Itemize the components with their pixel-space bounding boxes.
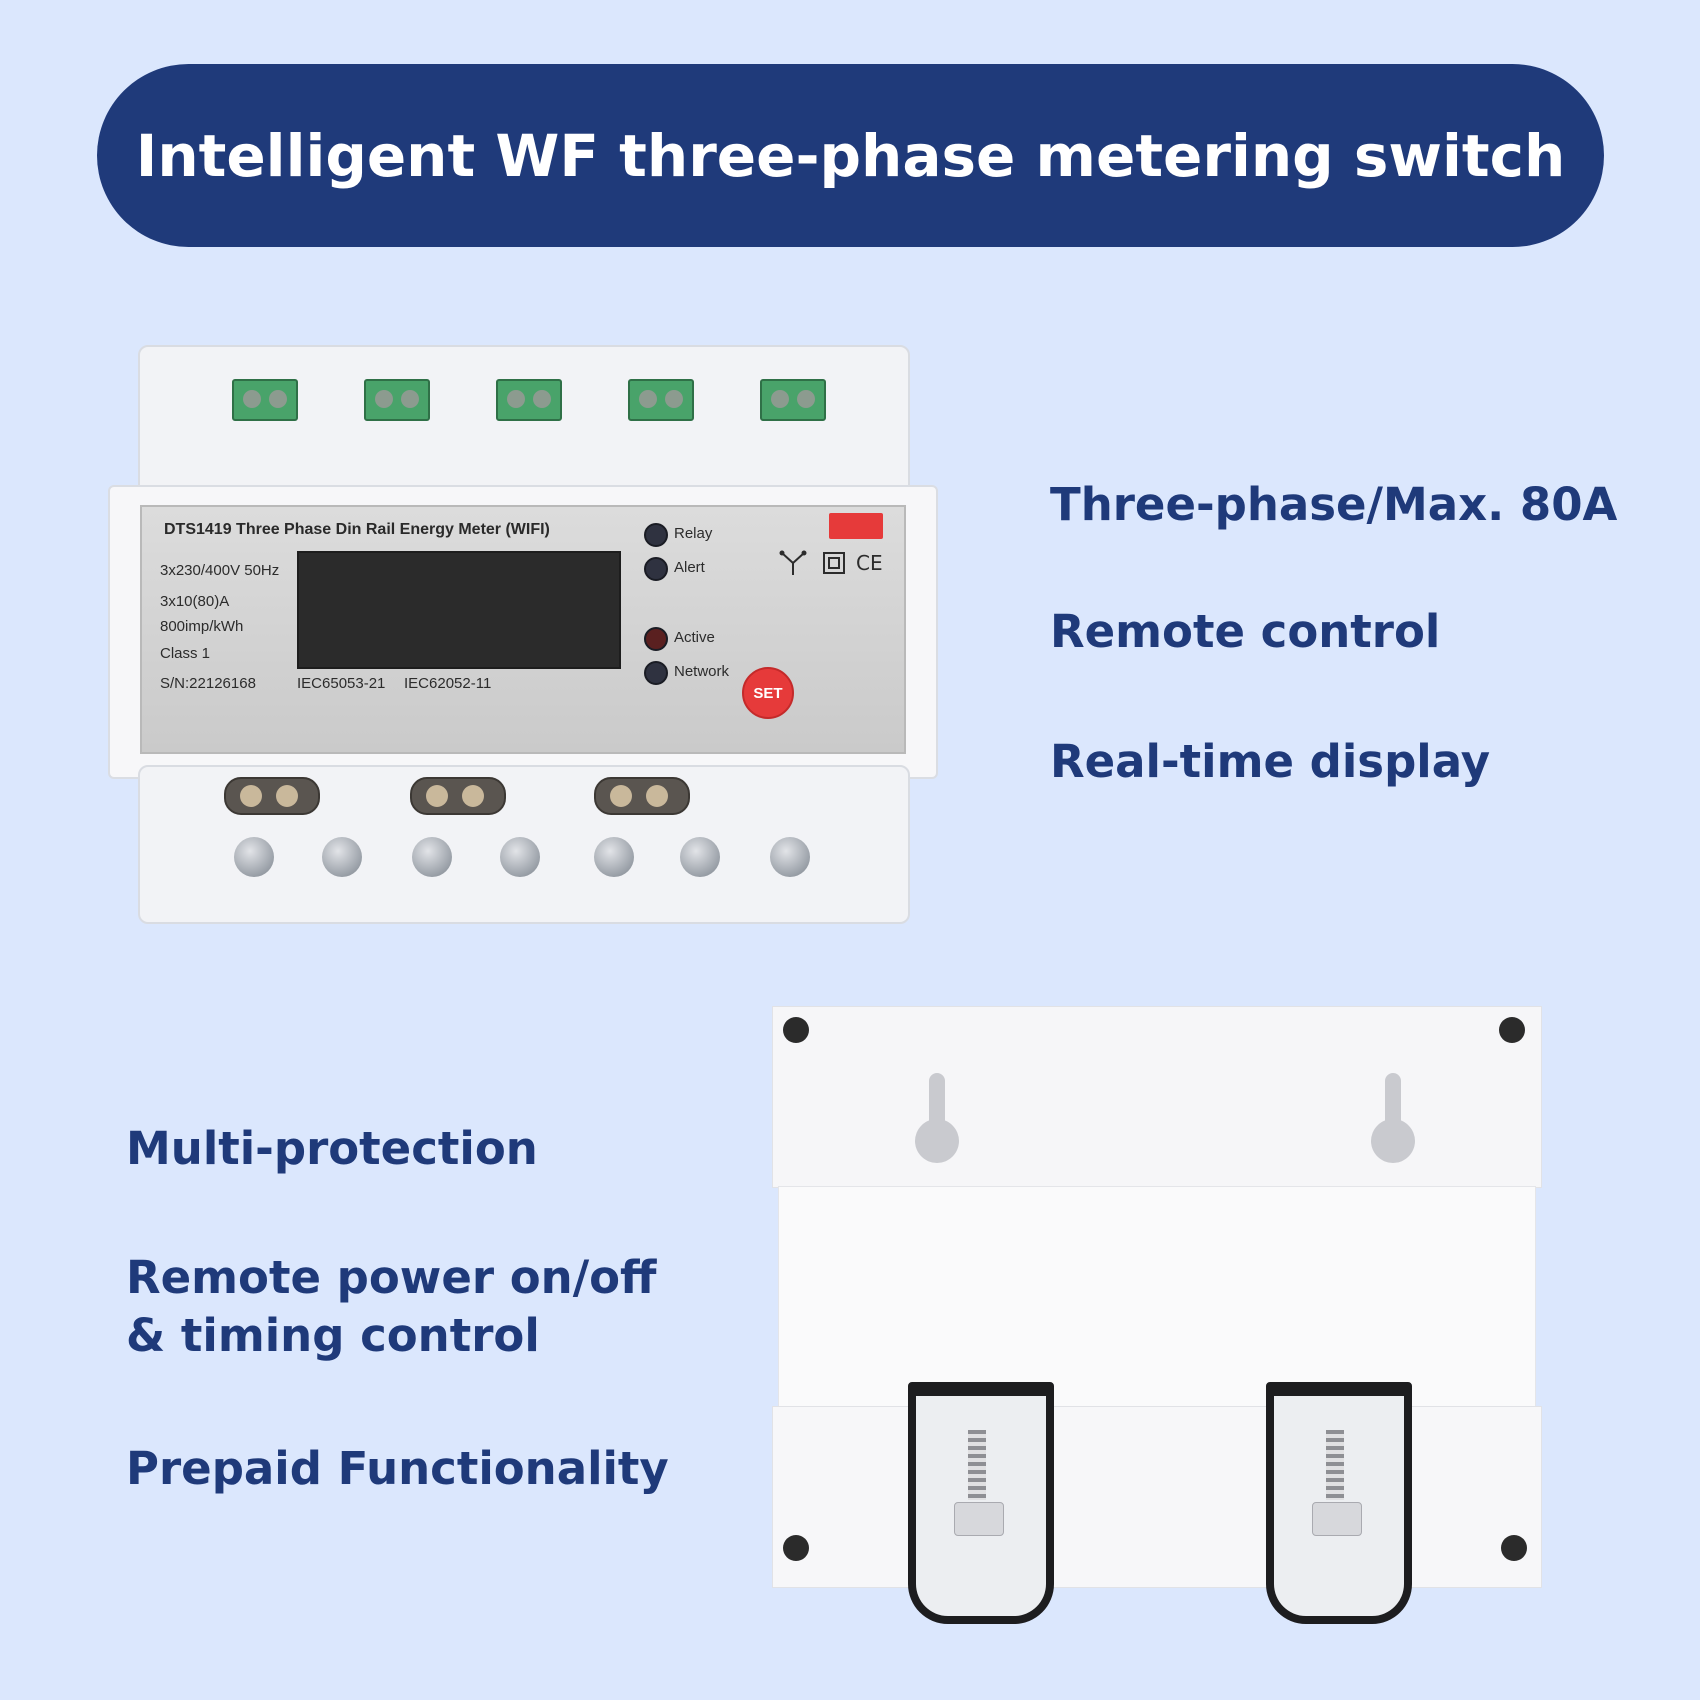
keyhole-slot: [915, 1073, 959, 1165]
network-label: Network: [674, 663, 730, 680]
standard-label: IEC62052-11: [404, 675, 492, 692]
spec-class: Class 1: [160, 645, 211, 662]
feature-remote-control: Remote control: [1050, 605, 1441, 658]
meter-top-cover: [138, 345, 910, 499]
back-mounting-plate: [772, 1006, 1542, 1188]
terminal-screw: [770, 837, 810, 877]
feature-real-time-display: Real-time display: [1050, 735, 1491, 788]
double-insulation-icon: [823, 552, 845, 574]
spec-voltage: 3x230/400V 50Hz: [160, 562, 280, 579]
din-rail-clip[interactable]: [1266, 1382, 1412, 1624]
back-body: [778, 1186, 1536, 1501]
relay-label: Relay: [674, 525, 713, 542]
active-label: Active: [674, 629, 715, 646]
terminal-block: [496, 379, 562, 421]
meter-model-title: DTS1419 Three Phase Din Rail Energy Mete…: [164, 521, 550, 538]
mounting-hole: [783, 1017, 809, 1043]
alert-label: Alert: [674, 559, 705, 576]
terminal-slot: [594, 777, 690, 815]
terminal-screw: [500, 837, 540, 877]
standard-label: IEC65053-21: [297, 675, 386, 692]
mounting-hole: [1501, 1535, 1527, 1561]
antenna-icon: [779, 550, 807, 575]
feature-three-phase: Three-phase/Max. 80A: [1050, 478, 1618, 531]
terminal-screw: [322, 837, 362, 877]
clip-plug: [954, 1502, 1004, 1536]
meter-faceplate: DTS1419 Three Phase Din Rail Energy Mete…: [140, 505, 906, 754]
ce-mark-icon: CE: [856, 551, 883, 575]
clip-spring: [1326, 1430, 1344, 1500]
terminal-block: [364, 379, 430, 421]
meter-bottom-cover: [138, 765, 910, 924]
lcd-display: [297, 551, 621, 669]
terminal-block: [232, 379, 298, 421]
meter-back-image: [772, 1006, 1542, 1624]
network-led-icon: [644, 661, 668, 685]
title-banner: Intelligent WF three-phase metering swit…: [97, 64, 1604, 247]
spec-serial: S/N:22126168: [160, 675, 256, 692]
clip-spring: [968, 1430, 986, 1500]
alert-led-icon: [644, 557, 668, 581]
set-button[interactable]: SET: [742, 667, 794, 719]
terminal-screw: [412, 837, 452, 877]
feature-multi-protection: Multi-protection: [126, 1122, 538, 1175]
feature-prepaid: Prepaid Functionality: [126, 1442, 669, 1495]
mounting-hole: [783, 1535, 809, 1561]
keyhole-slot: [1371, 1073, 1415, 1165]
terminal-screw: [594, 837, 634, 877]
terminal-slot: [410, 777, 506, 815]
terminal-block: [628, 379, 694, 421]
terminal-screw: [680, 837, 720, 877]
terminal-slot: [224, 777, 320, 815]
terminal-block: [760, 379, 826, 421]
back-rail-section: [772, 1406, 1542, 1588]
clip-plug: [1312, 1502, 1362, 1536]
red-indicator-tab: [829, 513, 883, 539]
spec-current: 3x10(80)A: [160, 593, 230, 610]
spec-impulse: 800imp/kWh: [160, 618, 244, 635]
page-title: Intelligent WF three-phase metering swit…: [135, 121, 1566, 190]
mounting-hole: [1499, 1017, 1525, 1043]
feature-remote-power: Remote power on/off & timing control: [126, 1251, 657, 1362]
relay-led-icon: [644, 523, 668, 547]
terminal-screw: [234, 837, 274, 877]
active-led-icon: [644, 627, 668, 651]
meter-front-image: DTS1419 Three Phase Din Rail Energy Mete…: [108, 345, 938, 924]
din-rail-clip[interactable]: [908, 1382, 1054, 1624]
